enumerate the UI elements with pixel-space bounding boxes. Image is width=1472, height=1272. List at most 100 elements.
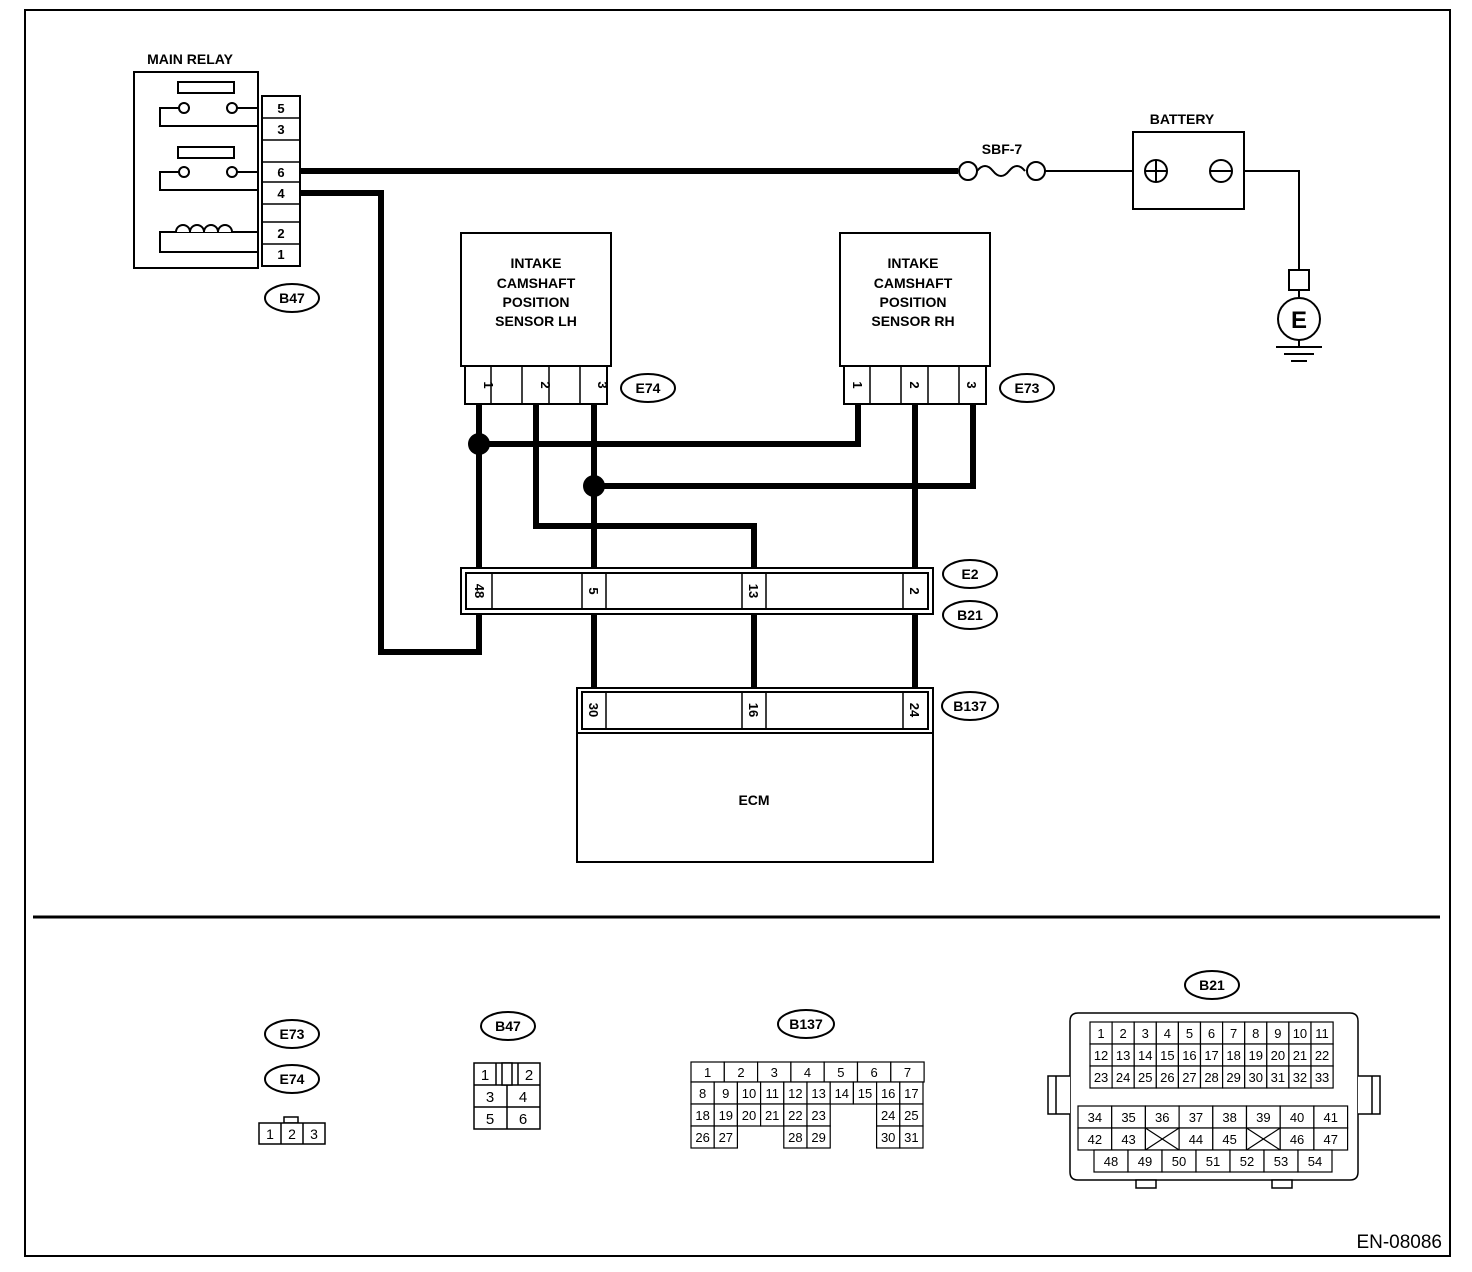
- e74-pin: 3: [595, 381, 610, 388]
- b47-view-pin: 5: [486, 1111, 494, 1128]
- pin-label: 31: [904, 1130, 918, 1145]
- ground-label: E: [1291, 307, 1307, 334]
- pin-label: 11: [1315, 1026, 1329, 1041]
- relay-pin: 4: [277, 186, 285, 201]
- pin-label: 24: [1116, 1070, 1130, 1085]
- relay-pin: 2: [277, 226, 284, 241]
- pin-label: 7: [1230, 1026, 1237, 1041]
- pin-label: 37: [1189, 1110, 1203, 1125]
- relay-pin: 3: [277, 122, 284, 137]
- relay-pin: 6: [277, 165, 284, 180]
- view-e74-tag: E74: [280, 1071, 305, 1087]
- e73-pin: 1: [850, 381, 865, 388]
- pin-label: 15: [858, 1086, 872, 1101]
- pin-label: 16: [1182, 1048, 1196, 1063]
- b137-pin: 24: [907, 703, 922, 718]
- pin-label: 51: [1206, 1154, 1220, 1169]
- pin-label: 2: [737, 1065, 744, 1080]
- pin-label: 54: [1308, 1154, 1322, 1169]
- e73-pin: 2: [907, 381, 922, 388]
- ecm-label: ECM: [738, 792, 769, 808]
- pin-label: 38: [1222, 1110, 1236, 1125]
- e7x-view-pin: 2: [288, 1126, 296, 1142]
- b21-pin: 48: [472, 584, 487, 598]
- e2-tag: E2: [961, 566, 978, 582]
- pin-label: 18: [1226, 1048, 1240, 1063]
- pin-label: 8: [1252, 1026, 1259, 1041]
- pin-label: 44: [1189, 1132, 1203, 1147]
- battery-circuit: SBF-7 BATTERY E: [300, 111, 1322, 362]
- sensor-lh-label: INTAKE: [510, 255, 561, 271]
- pin-label: 26: [695, 1130, 709, 1145]
- blank-cavity-mark: [1246, 1127, 1281, 1151]
- pin-label: 52: [1240, 1154, 1254, 1169]
- pin-label: 15: [1160, 1048, 1174, 1063]
- wires: [300, 190, 976, 690]
- pin-label: 49: [1138, 1154, 1152, 1169]
- sensor-lh-label: POSITION: [503, 294, 570, 310]
- pin-label: 5: [1186, 1026, 1193, 1041]
- pin-label: 36: [1155, 1110, 1169, 1125]
- b21-pin: 5: [586, 587, 601, 594]
- pin-label: 17: [1204, 1048, 1218, 1063]
- pin-label: 7: [904, 1065, 911, 1080]
- b137-tag: B137: [953, 698, 987, 714]
- pin-label: 22: [1315, 1048, 1329, 1063]
- pin-label: 14: [1138, 1048, 1152, 1063]
- ecm: 30 16 24 B137 ECM: [576, 687, 999, 863]
- pin-label: 41: [1324, 1110, 1338, 1125]
- pin-label: 13: [1116, 1048, 1130, 1063]
- relay-pin: 1: [277, 247, 284, 262]
- pin-label: 40: [1290, 1110, 1304, 1125]
- pin-label: 11: [765, 1086, 779, 1101]
- main-relay-label: MAIN RELAY: [147, 51, 233, 67]
- e73-tag: E73: [1015, 380, 1040, 396]
- pin-label: 14: [835, 1086, 849, 1101]
- pin-cell: [1310, 1065, 1334, 1089]
- pin-label: 27: [719, 1130, 733, 1145]
- pin-label: 19: [1249, 1048, 1263, 1063]
- b47-view-pin: 3: [486, 1089, 494, 1106]
- pin-label: 30: [1249, 1070, 1263, 1085]
- pin-label: 12: [1094, 1048, 1108, 1063]
- pin-label: 2: [1120, 1026, 1127, 1041]
- pin-label: 9: [722, 1086, 729, 1101]
- splice-dot: [468, 433, 490, 455]
- pin-label: 20: [742, 1108, 756, 1123]
- connector-view-b47: B47 1 2 3 4 5 6: [473, 1011, 541, 1130]
- pin-label: 5: [837, 1065, 844, 1080]
- sensor-rh-label: SENSOR RH: [871, 313, 954, 329]
- sensor-rh-label: INTAKE: [887, 255, 938, 271]
- pin-label: 27: [1182, 1070, 1196, 1085]
- sensor-rh-label: POSITION: [880, 294, 947, 310]
- pin-label: 10: [1293, 1026, 1307, 1041]
- pin-label: 4: [804, 1065, 811, 1080]
- pin-label: 21: [765, 1108, 779, 1123]
- b137-pin: 30: [586, 703, 601, 717]
- b47-tag: B47: [279, 290, 305, 306]
- pin-label: 1: [1097, 1026, 1104, 1041]
- pin-label: 28: [788, 1130, 802, 1145]
- e74-pin: 1: [481, 381, 496, 388]
- pin-cell: [899, 1125, 924, 1149]
- sensor-lh-label: CAMSHAFT: [497, 275, 576, 291]
- pin-label: 32: [1293, 1070, 1307, 1085]
- b47-view-pin: 2: [525, 1067, 533, 1084]
- sensor-lh: INTAKE CAMSHAFT POSITION SENSOR LH 1 2 3…: [460, 232, 676, 405]
- pin-label: 35: [1121, 1110, 1135, 1125]
- e74-tag: E74: [636, 380, 661, 396]
- view-b47-tag: B47: [495, 1018, 521, 1034]
- document-id: EN-08086: [1356, 1232, 1442, 1253]
- pin-label: 33: [1315, 1070, 1329, 1085]
- b21-tag: B21: [957, 607, 983, 623]
- fuse-label: SBF-7: [982, 141, 1023, 157]
- pin-label: 22: [788, 1108, 802, 1123]
- pin-label: 25: [1138, 1070, 1152, 1085]
- pin-label: 24: [881, 1108, 895, 1123]
- view-e73-tag: E73: [280, 1026, 305, 1042]
- e74-pin: 2: [538, 381, 553, 388]
- pin-label: 46: [1290, 1132, 1304, 1147]
- connector-view-e73-e74: E73 E74 1 2 3: [258, 1019, 326, 1145]
